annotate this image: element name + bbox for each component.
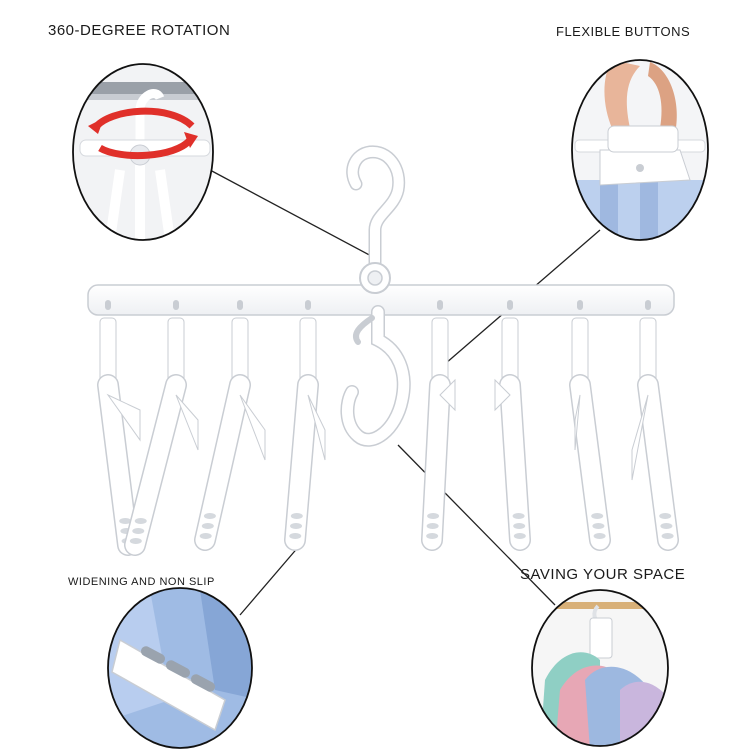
rotation-leader-line [209,169,376,259]
clip-arm [124,300,199,556]
hanger-arms [97,300,679,556]
clip-arm [569,300,611,551]
widening-leader-line [239,544,301,616]
bottom-hook [340,305,411,447]
buttons-callout-label: FLEXIBLE BUTTONS [556,24,691,39]
saving-leader-line [397,444,556,606]
clip-arm [194,300,266,551]
rotation-callout-label: 360-DEGREE ROTATION [48,22,231,39]
clip-arm [97,300,141,556]
saving-callout-label: SAVING YOUR SPACE [520,566,686,583]
widening-detail-circle [107,587,253,749]
hanger-hook [346,145,406,269]
saving-detail-circle [531,589,669,747]
widening-callout-label: WIDENING AND NON SLIP [68,576,215,588]
buttons-detail-circle [571,59,709,241]
rotation-detail-circle [72,63,214,241]
clip-arm [421,300,456,551]
clip-arm [494,300,531,551]
clip-arm [284,300,326,551]
hand-finger [604,60,640,128]
clip-arm [631,300,679,551]
wooden-rod [532,602,668,609]
